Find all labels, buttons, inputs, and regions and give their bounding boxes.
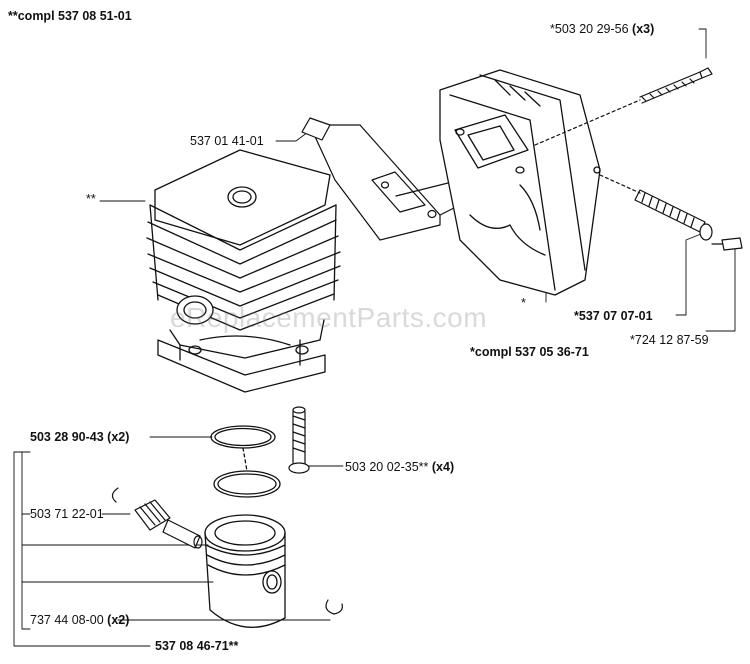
label-compl-537-08-51-01: **compl 537 08 51-01 (8, 9, 132, 23)
long-screw (534, 67, 713, 146)
small-screw (711, 237, 743, 251)
label-503-20-29-56: *503 20 29-56 (x3) (550, 22, 654, 36)
label-537-07-07-01: *537 07 07-01 (574, 309, 653, 323)
label-503-20-02-35: 503 20 02-35** (x4) (345, 460, 454, 474)
piston (204, 514, 286, 628)
label-compl-537-05-36-71: *compl 537 05 36-71 (470, 345, 589, 359)
label-503-71-22-01: 503 71 22-01 (30, 507, 104, 521)
spark-screen (599, 174, 713, 241)
label-537-01-41-01: 537 01 41-01 (190, 134, 264, 148)
label-muffler-star: * (521, 296, 526, 310)
quantity: (x2) (107, 613, 130, 627)
watermark: eReplacementParts.com (170, 302, 488, 333)
circlip (325, 599, 343, 615)
piston-pin (162, 519, 203, 549)
label-503-28-90-43: 503 28 90-43 (x2) (30, 430, 129, 444)
quantity: (x3) (632, 22, 655, 36)
cylinder-screw (288, 406, 310, 474)
label-724-12-87-59: *724 12 87-59 (630, 333, 709, 347)
label-cylinder-stars: ** (86, 192, 96, 206)
quantity: (x2) (107, 430, 130, 444)
part-number: 737 44 08-00 (30, 613, 104, 627)
quantity: (x4) (431, 460, 455, 474)
label-737-44-08-00: 737 44 08-00 (x2) (30, 613, 129, 627)
muffler (439, 69, 601, 296)
label-537-08-46-71: 537 08 46-71** (155, 639, 239, 653)
leader-lines (13, 28, 736, 647)
needle-bearing (111, 487, 171, 531)
part-number: 503 20 02-35** (345, 460, 429, 474)
cylinder (146, 149, 341, 393)
part-number: 503 28 90-43 (30, 430, 104, 444)
piston-rings (210, 425, 281, 498)
part-number: *503 20 29-56 (550, 22, 629, 36)
